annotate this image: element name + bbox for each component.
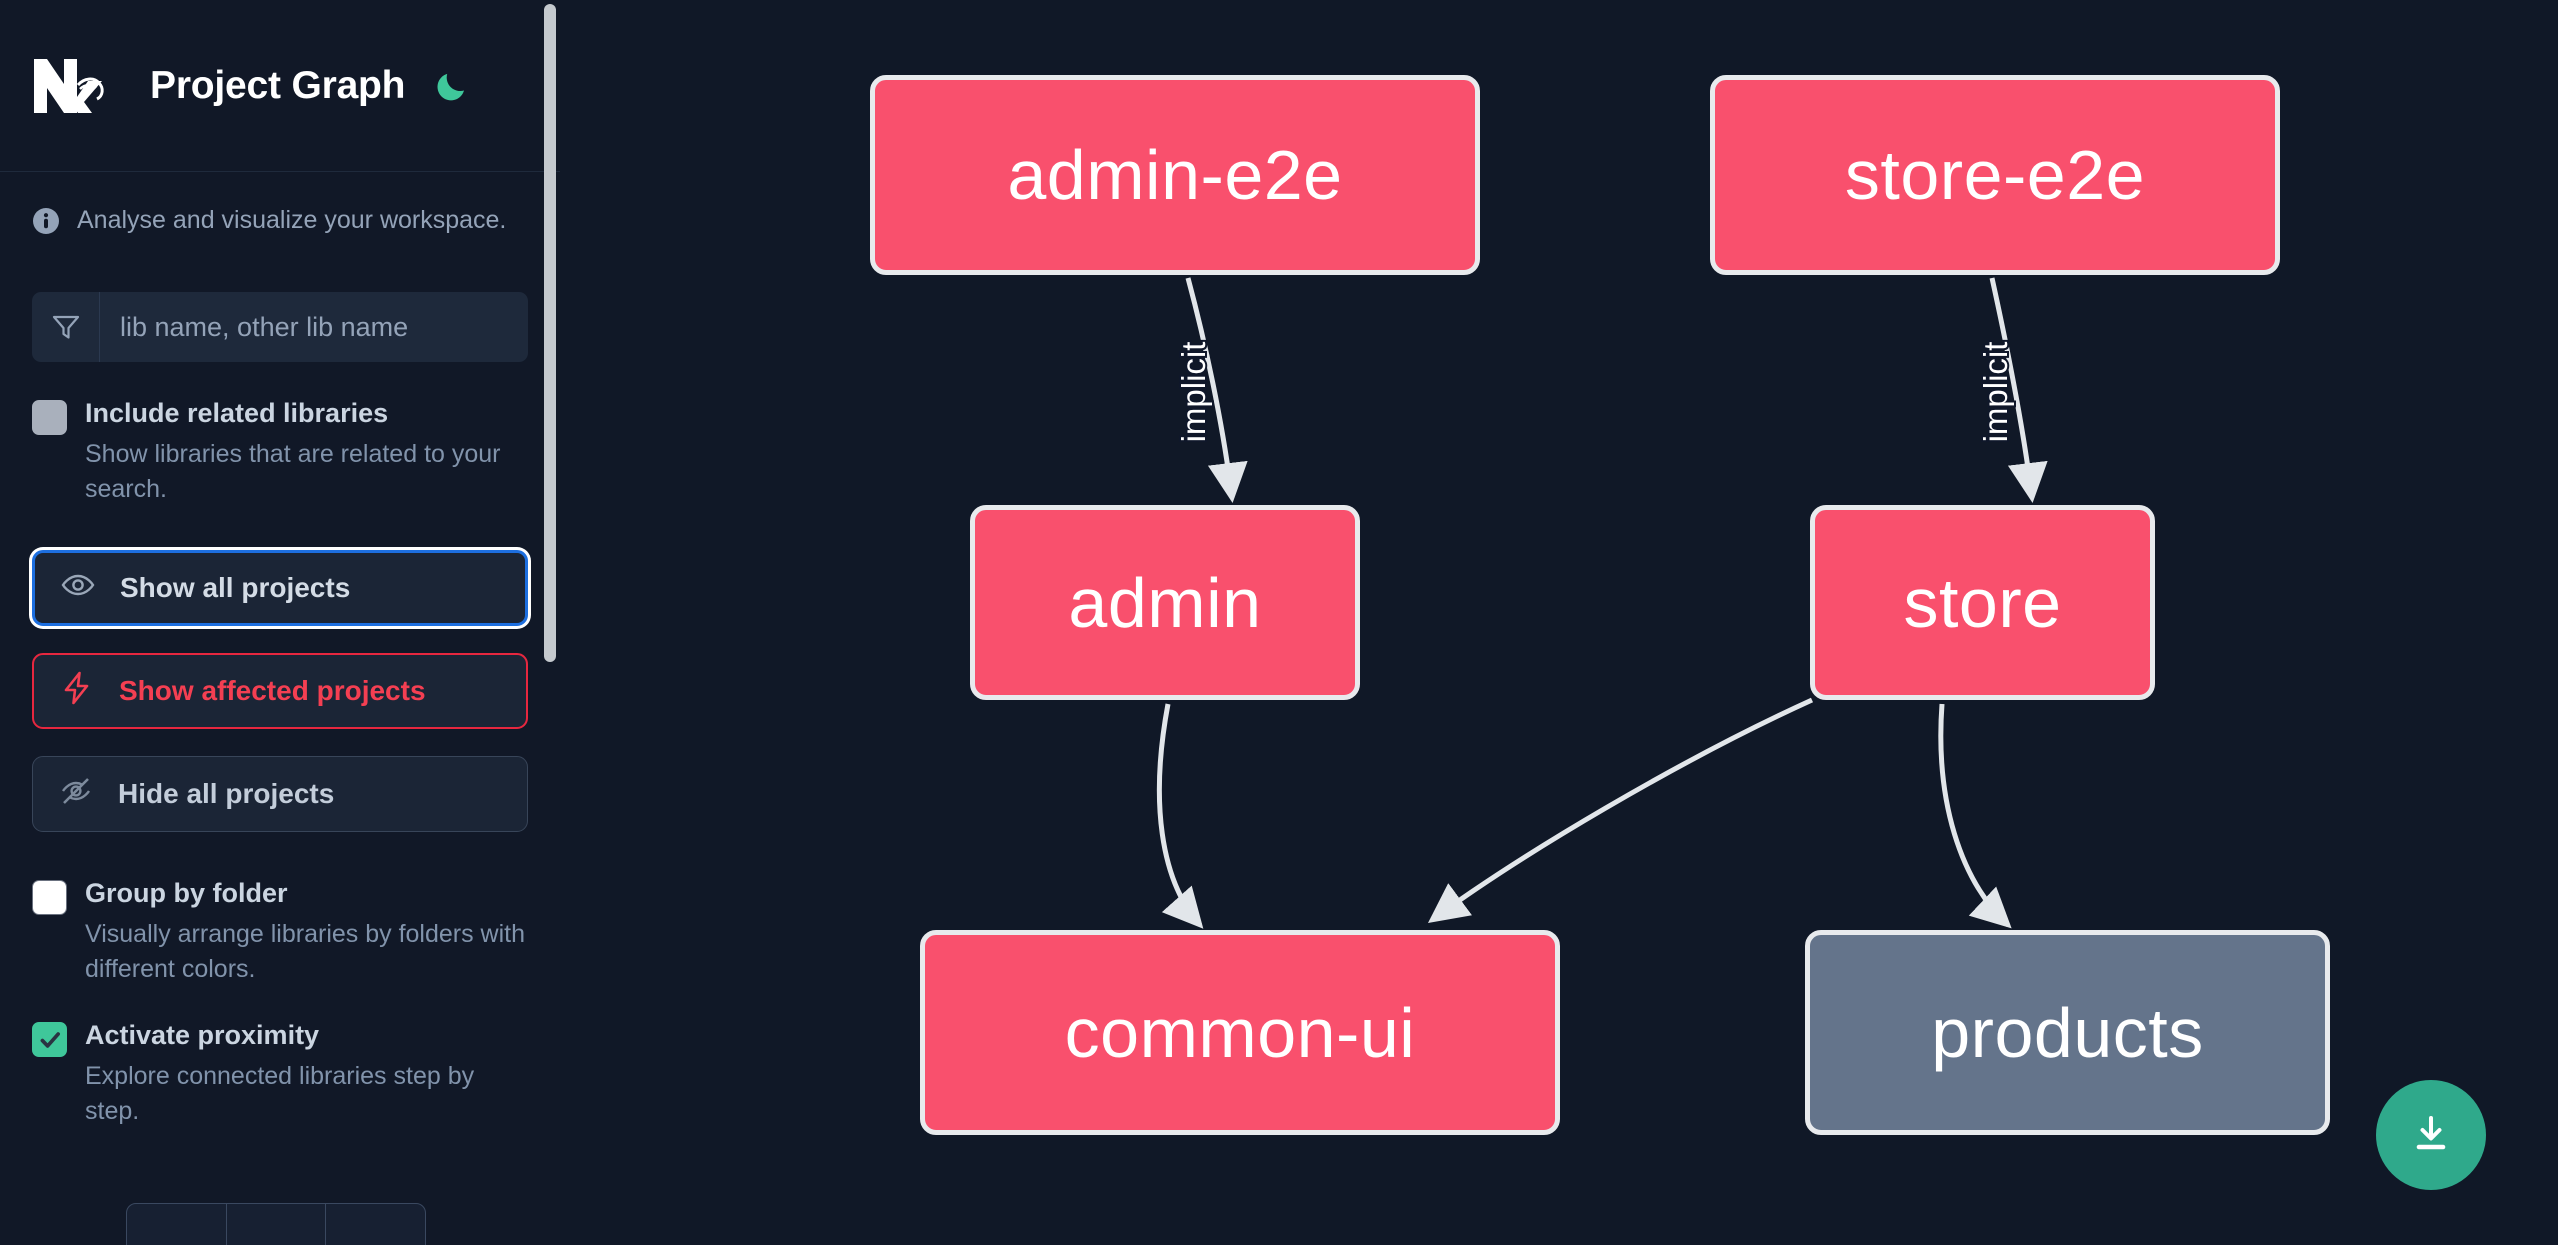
graph-node-common-ui[interactable]: common-ui [920, 930, 1560, 1135]
hide-all-projects-button[interactable]: Hide all projects [32, 756, 528, 833]
edge-store-common-ui [1427, 697, 1814, 923]
edge-label-implicit-admin: implicit [1175, 342, 1212, 443]
info-icon [32, 207, 60, 240]
download-icon [2408, 1111, 2454, 1160]
graph-node-admin-e2e[interactable]: admin-e2e [870, 75, 1480, 275]
checkbox-desc-group-by-folder: Visually arrange libraries by folders wi… [85, 920, 526, 983]
lightning-icon [60, 671, 94, 712]
sidebar-note: Analyse and visualize your workspace. [0, 172, 560, 240]
edge-store-products [1938, 703, 2012, 929]
graph-node-admin[interactable]: admin [970, 505, 1360, 700]
download-graph-button[interactable] [2376, 1080, 2486, 1190]
filter-icon [32, 292, 100, 362]
checkbox-desc-include-related: Show libraries that are related to your … [85, 440, 501, 503]
checkbox-label-activate-proximity: Activate proximity [85, 1020, 320, 1051]
show-affected-projects-label: Show affected projects [119, 675, 426, 707]
page-title: Project Graph [150, 63, 406, 107]
graph-edges: implicit implicit [1156, 277, 2048, 929]
show-all-projects-button[interactable]: Show all projects [32, 550, 528, 627]
checkbox-row-group-by-folder[interactable]: Group by folder Visually arrange librari… [0, 876, 560, 986]
sidebar-note-text: Analyse and visualize your workspace. [77, 206, 507, 234]
show-all-projects-label: Show all projects [120, 572, 351, 604]
sidebar-scrollbar[interactable] [544, 4, 556, 662]
sidebar-header: Project Graph [0, 0, 560, 172]
edge-store-e2e-store [1989, 277, 2048, 503]
checkbox-label-group-by-folder: Group by folder [85, 878, 288, 909]
hide-all-projects-label: Hide all projects [118, 778, 335, 810]
checkbox-include-related[interactable] [32, 400, 67, 435]
segment-2[interactable] [227, 1204, 327, 1245]
graph-node-products[interactable]: products [1805, 930, 2330, 1135]
project-visibility-buttons: Show all projects Show affected projects [0, 550, 560, 833]
graph-node-store[interactable]: store [1810, 505, 2155, 700]
eye-off-icon [59, 774, 93, 815]
search-box[interactable] [32, 292, 528, 362]
graph-canvas[interactable]: implicit implicit admin-e2e store-e2e ad… [560, 0, 2558, 1245]
search-input[interactable] [100, 292, 528, 362]
proximity-segmented-control[interactable] [126, 1203, 426, 1245]
eye-icon [61, 568, 95, 609]
edge-admin-common-ui [1156, 703, 1204, 929]
edge-admin-e2e-admin [1185, 277, 1248, 503]
checkbox-group-by-folder[interactable] [32, 880, 67, 916]
moon-icon[interactable] [431, 65, 473, 107]
checkbox-label-include-related: Include related libraries [85, 398, 389, 428]
segment-3[interactable] [326, 1204, 425, 1245]
checkbox-desc-activate-proximity: Explore connected libraries step by step… [85, 1062, 475, 1125]
segment-1[interactable] [127, 1204, 227, 1245]
checkbox-row-activate-proximity[interactable]: Activate proximity Explore connected lib… [0, 1018, 560, 1128]
sidebar: Project Graph Analyse and visualize your… [0, 0, 560, 1245]
nx-logo-icon [32, 55, 124, 117]
checkbox-activate-proximity[interactable] [32, 1022, 67, 1058]
checkbox-row-include-related[interactable]: Include related libraries Show libraries… [0, 396, 560, 506]
graph-node-store-e2e[interactable]: store-e2e [1710, 75, 2280, 275]
edge-label-implicit-store: implicit [1977, 342, 2014, 443]
show-affected-projects-button[interactable]: Show affected projects [32, 653, 528, 730]
